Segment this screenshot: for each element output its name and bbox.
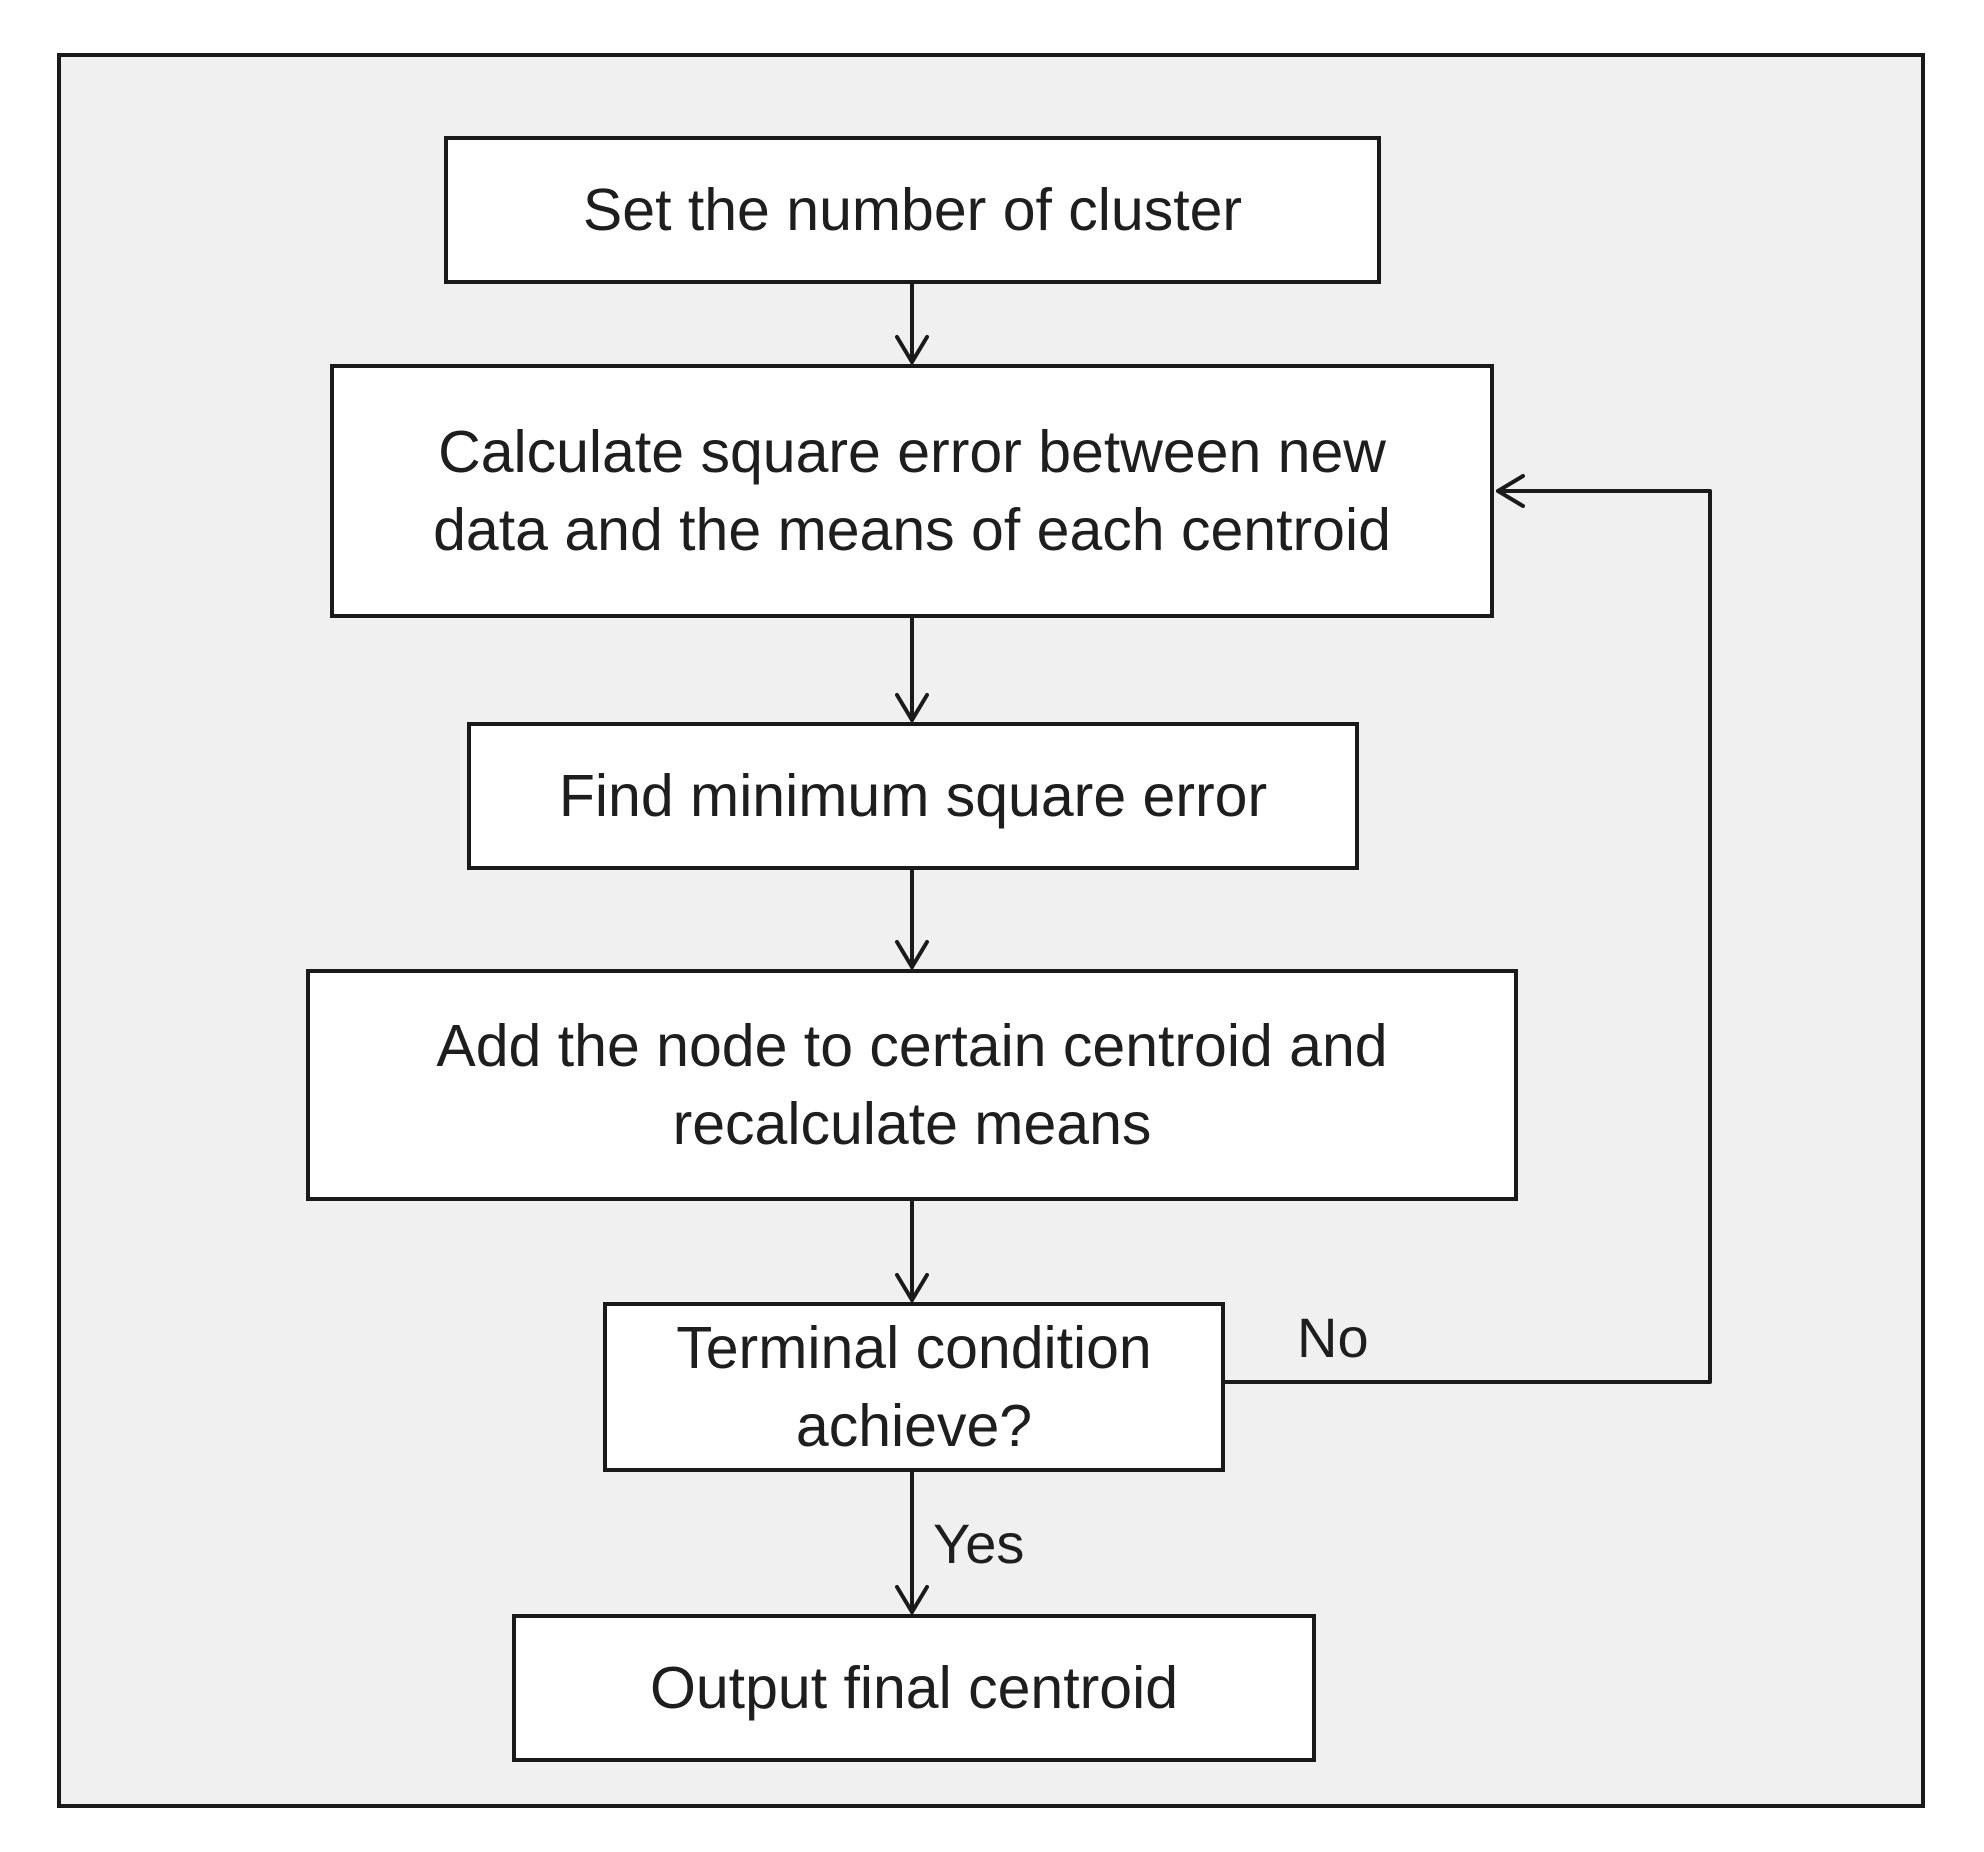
diagram-frame [57,53,1925,1808]
node-line: Add the node to certain centroid and [436,1013,1388,1079]
node-text: Calculate square error between new data … [433,413,1391,569]
node-text: Add the node to certain centroid and rec… [436,1007,1387,1163]
node-text: Output final centroid [650,1649,1178,1727]
node-line: achieve? [795,1393,1033,1459]
node-terminal-condition: Terminal condition achieve? [603,1302,1225,1472]
node-text: Find minimum square error [559,757,1267,835]
edge-label-no: No [1297,1306,1369,1369]
node-line: Output final centroid [649,1655,1179,1721]
arrow-n5-n2-no [1223,474,1712,1384]
node-line: recalculate means [672,1091,1152,1157]
node-line: data and the means of each centroid [433,497,1391,563]
node-output-final-centroid: Output final centroid [512,1614,1316,1762]
node-line: Find minimum square error [558,763,1268,829]
arrow-n2-n3 [895,616,929,722]
edge-label-yes: Yes [933,1512,1025,1575]
arrow-n3-n4 [895,868,929,969]
arrow-n1-n2 [895,282,929,364]
node-add-node-recalculate: Add the node to certain centroid and rec… [306,969,1518,1201]
node-text: Terminal condition achieve? [676,1309,1152,1465]
node-find-minimum-error: Find minimum square error [467,722,1359,870]
node-set-cluster-number: Set the number of cluster [444,136,1381,284]
node-line: Set the number of cluster [582,177,1243,243]
arrow-n5-n6-yes [895,1470,929,1614]
node-calculate-square-error: Calculate square error between new data … [330,364,1494,618]
node-line: Calculate square error between new [438,419,1386,485]
node-text: Set the number of cluster [583,171,1242,249]
arrow-n4-n5 [895,1199,929,1302]
node-line: Terminal condition [676,1315,1152,1381]
